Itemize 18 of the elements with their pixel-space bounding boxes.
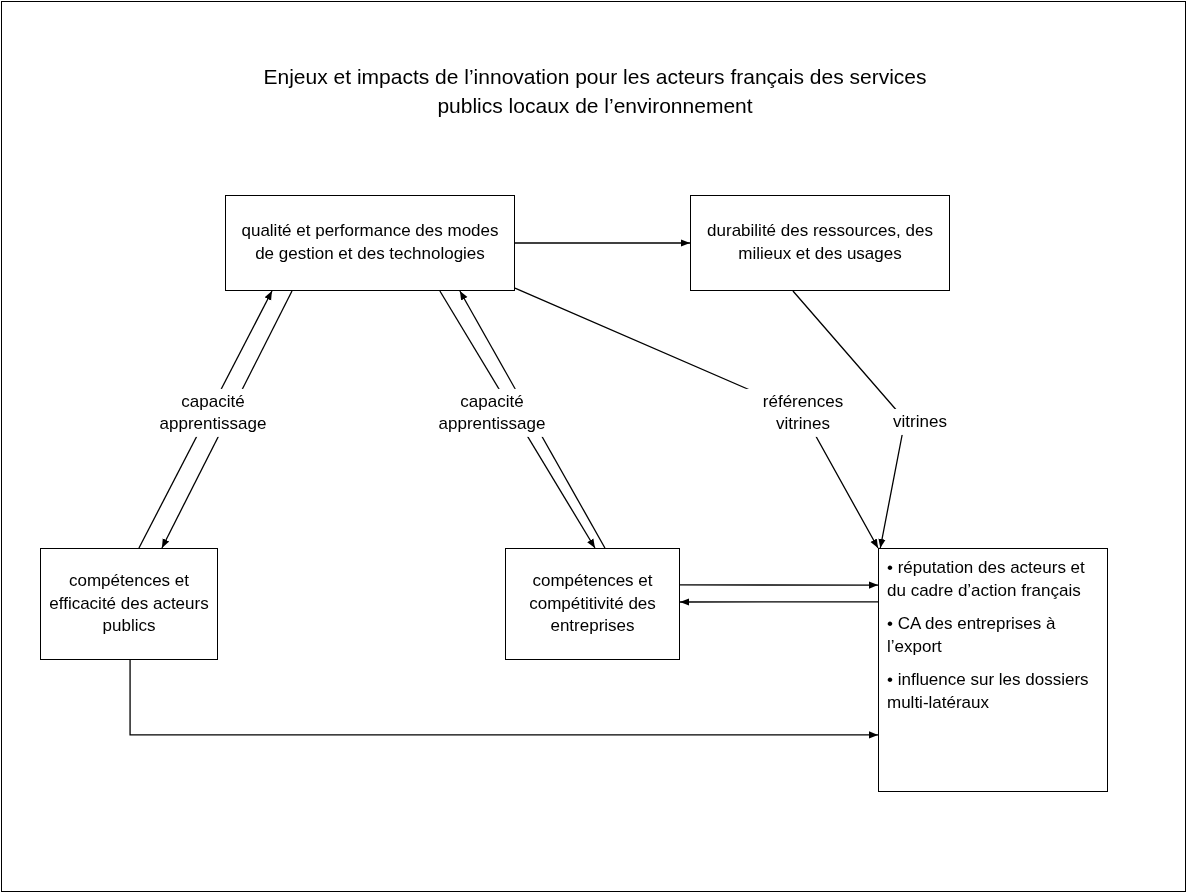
node-text: qualité et performance des modes de gestion et des technologies (240, 220, 500, 265)
arrow (514, 239, 691, 247)
node-text: compétences et efficacité des acteurs publics (48, 569, 210, 638)
arrow (129, 659, 879, 739)
arrow (679, 598, 879, 606)
process-box (878, 548, 1108, 792)
arrow (792, 290, 906, 549)
node-text: compétences et compétitivité des entreprises (528, 569, 657, 638)
node-text: • CA des entreprises à l’export (887, 612, 1057, 658)
process-box (505, 548, 680, 660)
diagram-title: Enjeux et impacts de l’innovation pour les acteurs français des services publics locaux de l’environnement (262, 64, 928, 120)
process-box (225, 195, 515, 291)
node-text: durabilité des ressources, des milieux et des usages (706, 220, 934, 265)
arrow (679, 581, 879, 589)
process-box (690, 195, 950, 291)
process-box (40, 548, 218, 660)
node-text: • influence sur les dossiers multi-latéraux (887, 668, 1090, 714)
node-text: • réputation des acteurs et du cadre d’action français (887, 557, 1086, 602)
